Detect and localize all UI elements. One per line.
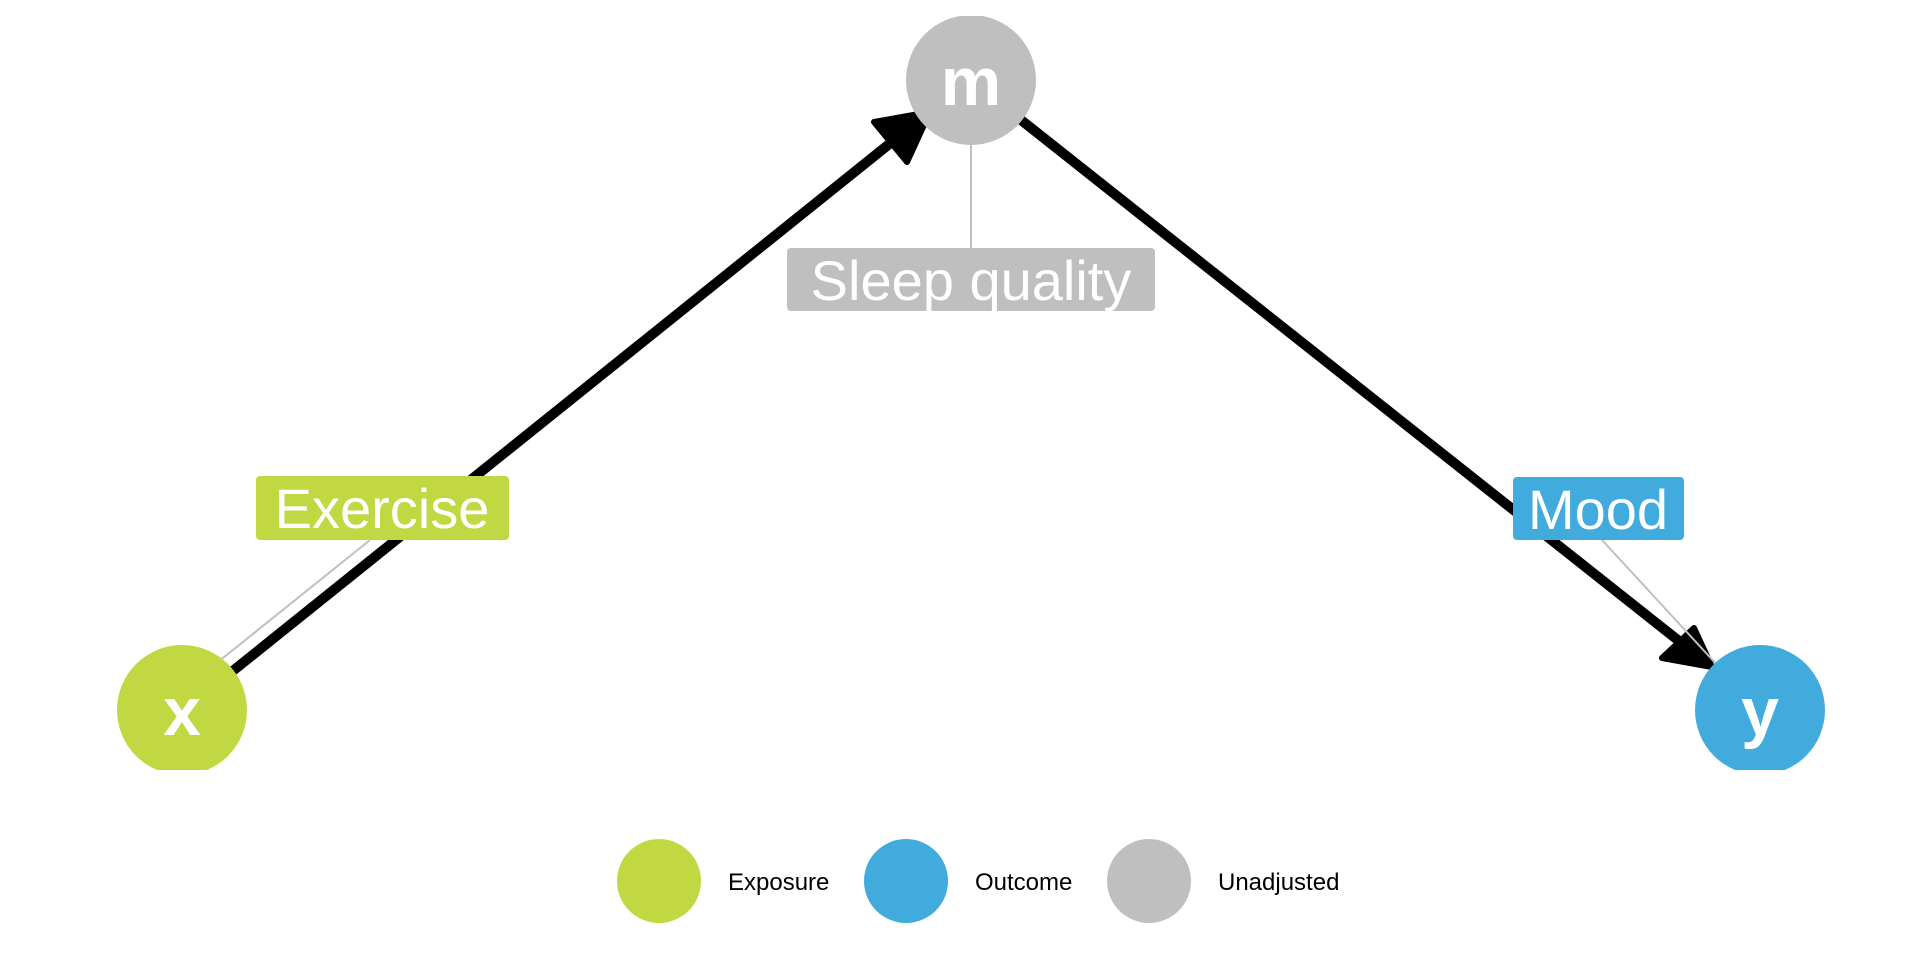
edge-m-to-y	[1012, 112, 1715, 670]
node-m: m	[906, 16, 1036, 145]
label-exercise-text: Exercise	[275, 477, 490, 540]
node-x-circle	[117, 645, 247, 770]
legend-swatch-outcome	[864, 839, 948, 923]
arrowhead-icon	[1659, 625, 1715, 670]
node-m-letter: m	[941, 44, 1001, 120]
node-x-letter: x	[163, 674, 201, 750]
legend-item-exposure: Exposure	[617, 839, 829, 923]
node-y-circle	[1695, 645, 1825, 770]
label-sleep-quality-text: Sleep quality	[811, 249, 1132, 312]
legend-swatch-exposure	[617, 839, 701, 923]
label-mood-text: Mood	[1528, 478, 1668, 541]
label-mood-box	[1513, 477, 1684, 540]
arrowhead-icon	[871, 109, 933, 165]
node-m-circle	[906, 16, 1036, 145]
node-x: x	[117, 645, 247, 770]
label-mood: Mood	[1513, 477, 1684, 541]
legend-swatch-unadjusted	[1107, 839, 1191, 923]
legend-label-exposure: Exposure	[728, 869, 829, 896]
node-y-letter: y	[1741, 674, 1779, 750]
leader-line-x	[197, 539, 371, 679]
node-y: y	[1695, 645, 1825, 770]
label-exercise: Exercise	[256, 476, 509, 540]
label-sleep-quality: Sleep quality	[787, 248, 1155, 312]
label-sleep-quality-box	[787, 248, 1155, 311]
legend-label-unadjusted: Unadjusted	[1218, 869, 1339, 896]
legend-item-outcome: Outcome	[864, 839, 1072, 923]
legend-item-unadjusted: Unadjusted	[1107, 839, 1339, 923]
edge-x-to-m	[225, 109, 933, 678]
legend-label-outcome: Outcome	[975, 869, 1072, 896]
label-exercise-box	[256, 476, 509, 540]
legend: Exposure Outcome Unadjusted	[617, 839, 1339, 923]
